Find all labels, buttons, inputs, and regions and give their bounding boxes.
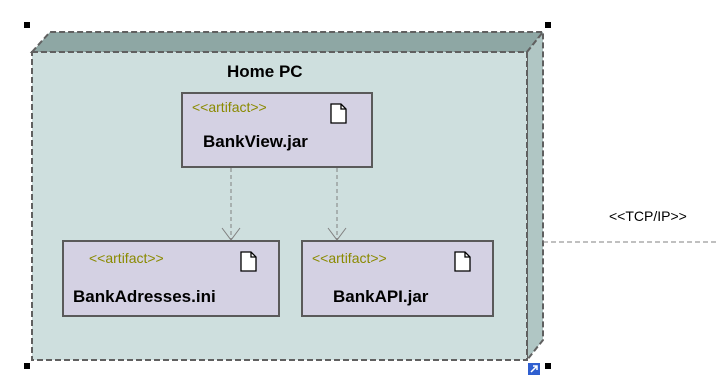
selection-handle-top-left[interactable] — [24, 22, 30, 28]
node-title: Home PC — [227, 62, 303, 81]
document-icon — [454, 251, 471, 272]
connection-label: <<TCP/IP>> — [609, 208, 687, 224]
artifact-name: BankAdresses.ini — [73, 287, 216, 306]
node-side-face — [526, 29, 544, 363]
artifact-name: BankAPI.jar — [333, 287, 429, 306]
selection-handle-top-right[interactable] — [545, 22, 551, 28]
resize-grip-icon[interactable] — [527, 362, 541, 376]
document-icon — [330, 103, 347, 124]
artifact-name: BankView.jar — [203, 132, 308, 151]
selection-handle-bottom-right[interactable] — [545, 363, 551, 369]
artifact-stereotype: <<artifact>> — [312, 250, 387, 266]
artifact-stereotype: <<artifact>> — [192, 99, 267, 115]
artifact-stereotype: <<artifact>> — [89, 250, 164, 266]
document-icon — [240, 251, 257, 272]
node-top-face — [29, 31, 546, 53]
selection-handle-bottom-left[interactable] — [24, 363, 30, 369]
